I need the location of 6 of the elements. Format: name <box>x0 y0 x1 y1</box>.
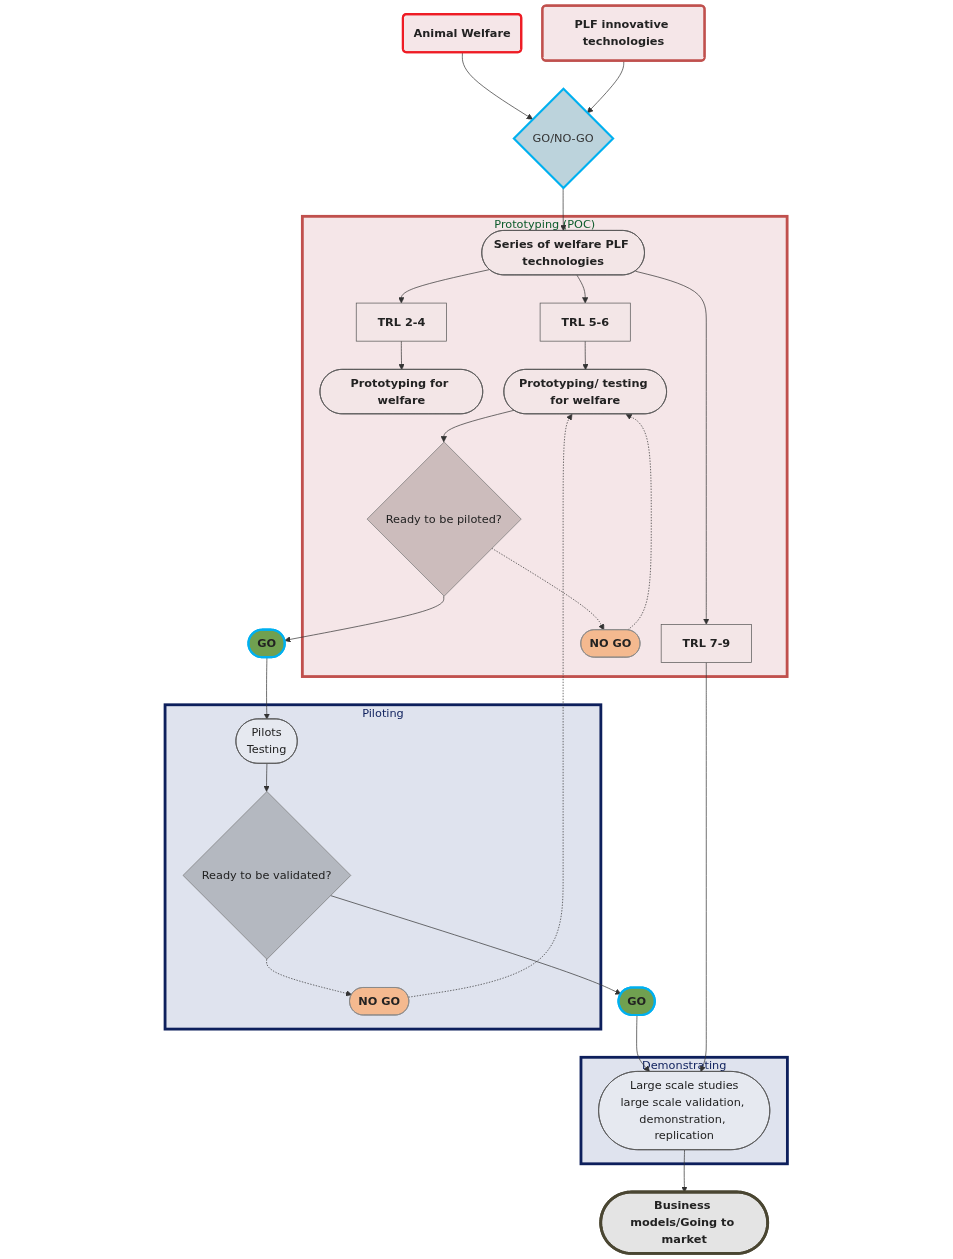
node-diamond: Ready to be validated? <box>182 791 352 960</box>
node-box: TRL 5-6 <box>540 302 631 342</box>
node-diamond: GO/NO-GO <box>512 87 615 190</box>
node-diamond: Ready to be piloted? <box>366 441 522 597</box>
node-box: TRL 7-9 <box>661 624 752 663</box>
node-box: TRL 2-4 <box>356 302 448 342</box>
